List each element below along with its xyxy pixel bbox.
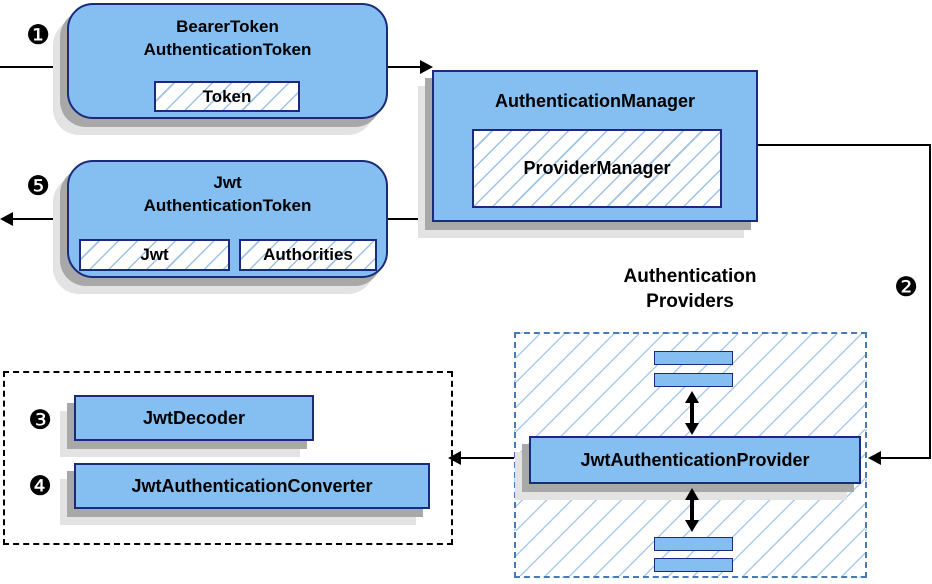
jwt-decoder-node: JwtDecoder xyxy=(74,395,314,441)
jwt-authentication-provider-node: JwtAuthenticationProvider xyxy=(529,436,861,484)
node-title-line2: AuthenticationToken xyxy=(143,40,312,59)
provider-manager-field: ProviderManager xyxy=(472,129,722,208)
other-provider-bar xyxy=(654,373,733,387)
arrowhead-right-icon xyxy=(420,60,433,74)
authentication-providers-heading: Authentication Providers xyxy=(570,264,810,314)
authentication-providers-group: JwtAuthenticationProvider xyxy=(514,332,867,578)
manager-to-provider-line-top xyxy=(758,144,931,146)
manager-to-provider-line-vertical xyxy=(929,144,931,459)
bearer-to-manager-line xyxy=(388,66,421,68)
step-5-badge: ❺ xyxy=(26,171,51,202)
arrowhead-left-icon xyxy=(868,451,881,465)
decoder-converter-group: JwtDecoder JwtAuthenticationConverter xyxy=(3,371,453,545)
node-title-line2: AuthenticationToken xyxy=(143,196,312,215)
arrowhead-up-icon xyxy=(685,391,699,403)
token-field: Token xyxy=(154,81,300,112)
jwt-authentication-converter-node: JwtAuthenticationConverter xyxy=(74,463,430,509)
bearer-token-authentication-token-node: BearerToken AuthenticationToken Token xyxy=(67,3,388,119)
step-3-badge: ❸ xyxy=(28,405,53,436)
double-arrow-icon xyxy=(685,391,699,435)
arrowhead-down-icon xyxy=(685,520,699,532)
authorities-field: Authorities xyxy=(239,239,377,271)
double-arrow-icon xyxy=(685,488,699,532)
node-title-line1: Jwt xyxy=(213,173,242,192)
arrowhead-up-icon xyxy=(685,488,699,500)
node-title-line1: BearerToken xyxy=(176,17,279,36)
authentication-manager-node: AuthenticationManager ProviderManager xyxy=(432,70,758,222)
step-1-badge: ❶ xyxy=(26,20,51,51)
outgoing-result-line xyxy=(12,218,67,220)
heading-line2: Providers xyxy=(646,291,734,312)
provider-to-decoder-line xyxy=(460,457,527,459)
node-title: AuthenticationManager xyxy=(494,91,695,111)
other-provider-bar xyxy=(654,558,733,572)
other-provider-bar xyxy=(654,537,733,551)
jwt-authentication-token-node: Jwt AuthenticationToken Jwt Authorities xyxy=(67,160,388,278)
manager-to-jwt-token-line xyxy=(388,218,432,220)
heading-line1: Authentication xyxy=(623,266,757,287)
other-provider-bar xyxy=(654,351,733,365)
step-2-badge: ❷ xyxy=(894,272,919,303)
jwt-field: Jwt xyxy=(79,239,230,271)
arrowhead-left-icon xyxy=(0,212,13,226)
arrowhead-down-icon xyxy=(685,423,699,435)
incoming-request-line xyxy=(0,66,67,68)
manager-to-provider-line-bottom xyxy=(880,457,929,459)
step-4-badge: ❹ xyxy=(28,471,53,502)
